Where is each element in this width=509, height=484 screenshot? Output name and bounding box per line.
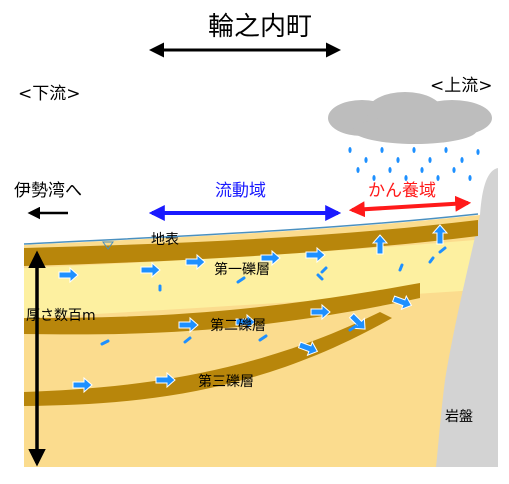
- seepage-dash: [348, 324, 358, 332]
- raindrop: [444, 147, 448, 153]
- gravel-layer-2: [24, 283, 420, 335]
- toward-bay-label: 伊勢湾へ: [14, 181, 82, 201]
- flow-arrow: [431, 224, 449, 245]
- seepage-dash: [100, 339, 110, 346]
- flow-arrow: [185, 253, 206, 271]
- seepage-dash: [183, 336, 192, 344]
- raindrop: [420, 167, 424, 173]
- flow-arrow: [371, 234, 389, 255]
- raindrop: [380, 147, 384, 153]
- seepage-dash: [438, 246, 447, 254]
- flow-arrow: [140, 261, 161, 279]
- flow-arrow: [58, 266, 79, 284]
- town-title: 輪之内町: [208, 12, 313, 42]
- rain-icon: [348, 147, 480, 181]
- groundwater-flow-arrows: [58, 224, 449, 394]
- raindrop: [452, 167, 456, 173]
- recharge-zone-arrow: [348, 195, 472, 218]
- raindrop: [436, 175, 440, 181]
- thickness-label: 厚さ数百m: [26, 308, 96, 324]
- flow-arrow: [178, 316, 199, 334]
- upstream-label: <上流>: [430, 76, 493, 96]
- bedrock: [436, 168, 498, 467]
- flow-arrow: [155, 371, 176, 389]
- seepage-dash: [236, 276, 246, 284]
- flow-arrow: [310, 303, 331, 321]
- raindrop: [388, 167, 392, 173]
- flow-arrow: [305, 246, 326, 264]
- raindrop: [372, 175, 376, 181]
- seepage-dashes: [100, 246, 447, 346]
- gravel-layer-2-label: 第二礫層: [210, 318, 266, 334]
- raindrop: [412, 147, 416, 153]
- flow-zone-label: 流動域: [215, 181, 266, 201]
- flow-arrow: [72, 376, 93, 394]
- flow-arrow: [297, 340, 319, 357]
- flow-arrow: [391, 294, 413, 311]
- raindrop: [396, 157, 400, 163]
- sand-layer-upper: [24, 240, 475, 318]
- gravel-layer-3: [24, 312, 392, 406]
- surface-label: 地表: [151, 232, 179, 248]
- ground-surface-line: [23, 213, 479, 245]
- gravel-layer-1-label: 第一礫層: [214, 262, 270, 278]
- seepage-dash: [316, 273, 324, 281]
- gravel-layer-3-label: 第三礫層: [198, 374, 254, 390]
- flow-arrow: [260, 249, 281, 267]
- recharge-zone-label: かん養域: [368, 181, 436, 201]
- seepage-dash: [398, 263, 404, 272]
- raindrop: [468, 175, 472, 181]
- raindrop: [428, 157, 432, 163]
- cloud-icon: [328, 92, 492, 144]
- raindrop: [364, 157, 368, 163]
- seepage-dash: [320, 266, 328, 274]
- water-level-icon: [102, 241, 114, 250]
- raindrop: [460, 157, 464, 163]
- flow-arrow: [235, 313, 256, 331]
- seepage-dash: [428, 256, 435, 264]
- raindrop: [404, 175, 408, 181]
- downstream-label: <下流>: [18, 84, 81, 104]
- raindrop: [356, 167, 360, 173]
- seepage-dash: [258, 334, 268, 342]
- gravel-layer-1: [24, 220, 478, 266]
- raindrop: [476, 149, 480, 155]
- raindrop: [348, 147, 352, 153]
- flow-arrow: [348, 312, 366, 330]
- bedrock-label: 岩盤: [445, 409, 473, 425]
